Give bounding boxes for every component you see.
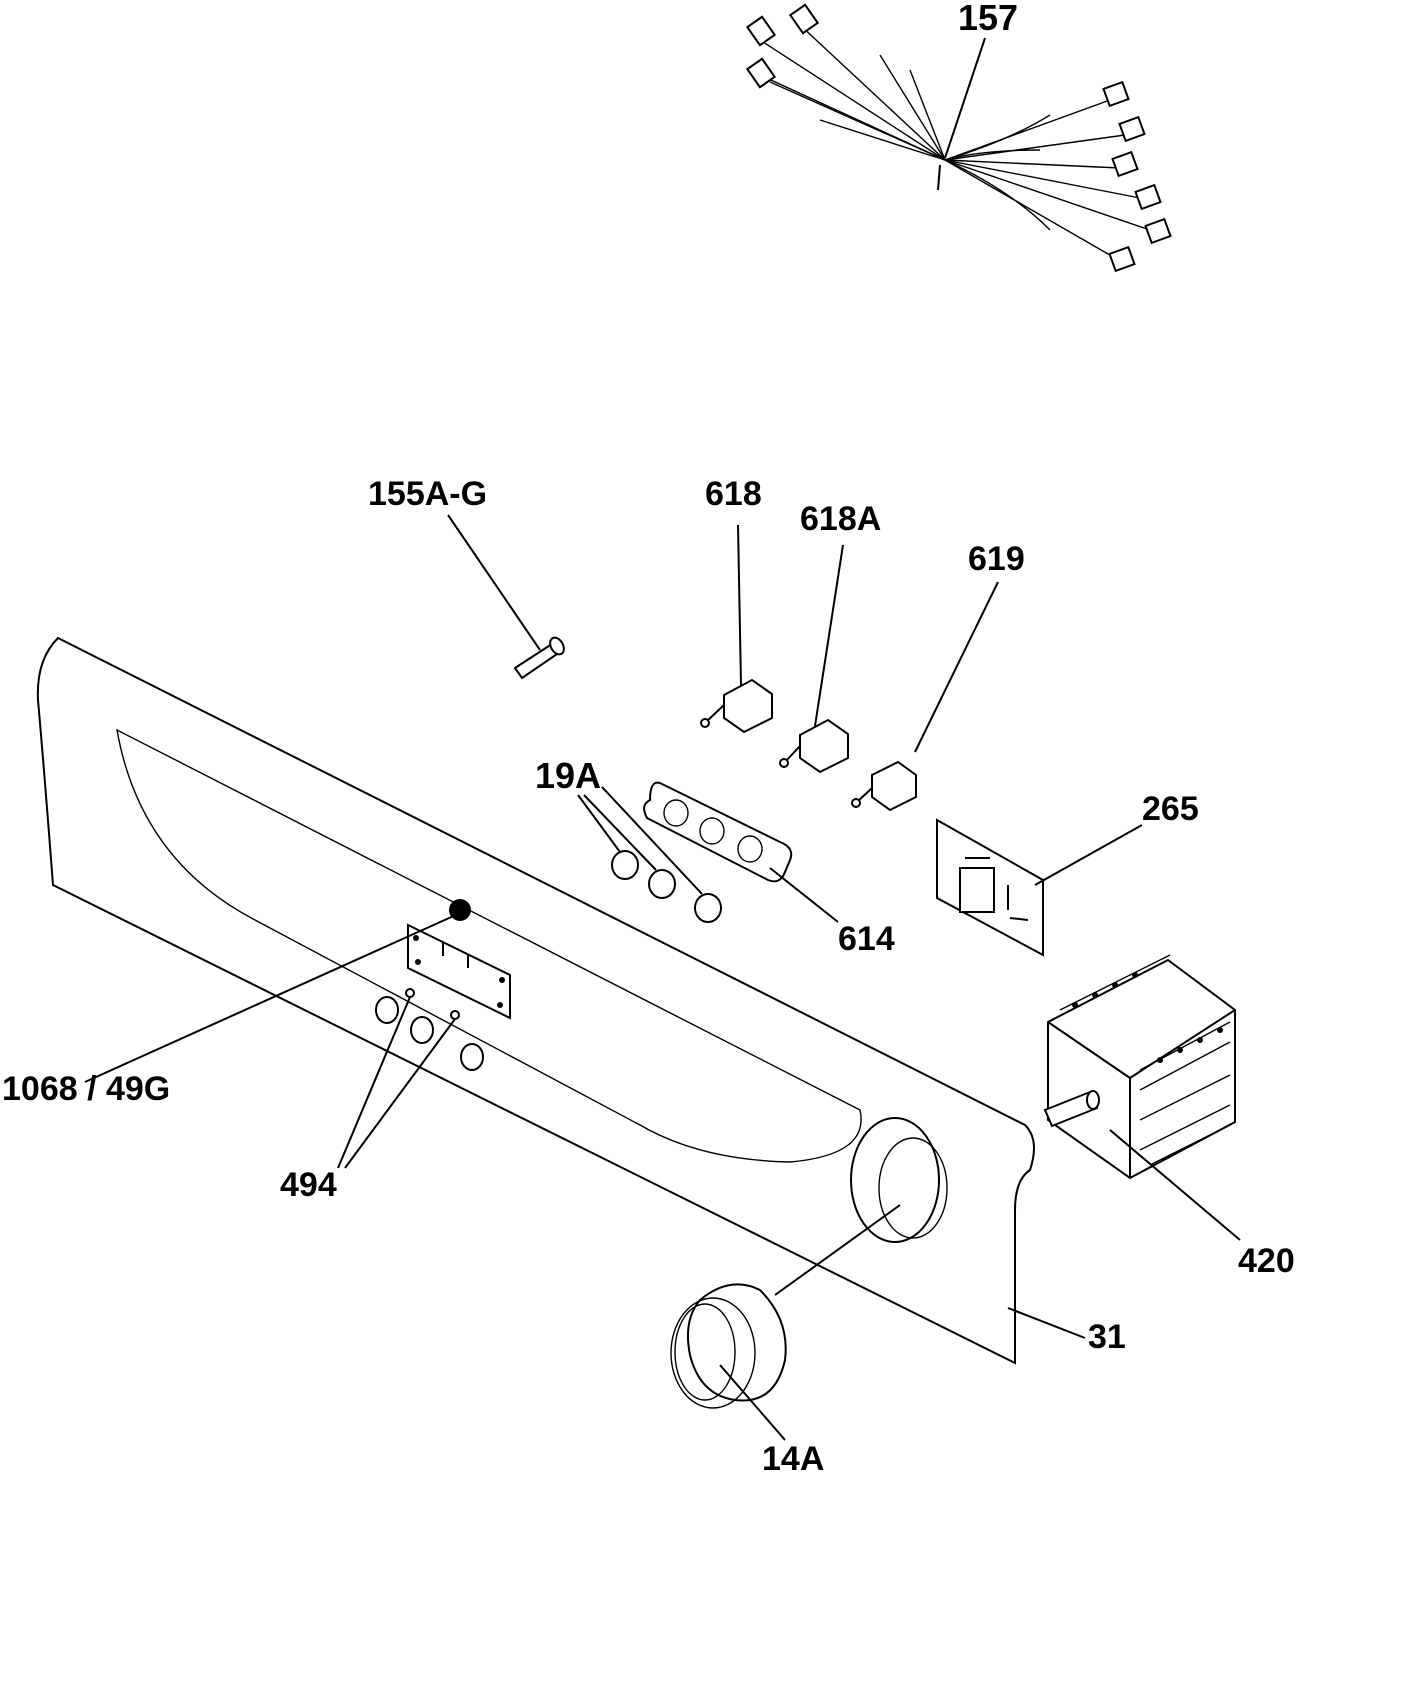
label-618: 618	[705, 475, 762, 513]
screws-494	[337, 988, 460, 1169]
leader-494-1	[337, 996, 411, 1169]
lamp-bracket-614	[643, 781, 839, 923]
leader-14a-shaft	[774, 1204, 901, 1296]
label-14a: 14A	[762, 1440, 824, 1478]
label-619: 619	[968, 540, 1025, 578]
leader-19a-2	[583, 794, 657, 871]
leader-31	[1007, 1307, 1086, 1339]
leader-1068	[84, 913, 459, 1083]
label-31: 31	[1088, 1318, 1126, 1356]
knob-14a	[670, 1204, 901, 1441]
switch-619	[851, 581, 999, 812]
label-19a: 19A	[535, 755, 601, 796]
switch-618a	[779, 544, 849, 774]
indicator-bulb-155	[447, 514, 565, 680]
timer-420	[1043, 954, 1241, 1241]
leader-19a-1	[577, 794, 621, 853]
leader-618	[737, 524, 742, 686]
decal-265	[936, 818, 1143, 957]
label-420: 420	[1238, 1242, 1295, 1280]
plate-1068-49g	[84, 899, 511, 1083]
leader-619	[914, 581, 999, 753]
lamp-dot	[449, 899, 471, 921]
label-155a-g: 155A-G	[368, 475, 487, 513]
leader-618a	[814, 544, 844, 727]
leader-494-2	[344, 1018, 456, 1169]
leader-19a-3	[601, 786, 703, 895]
label-618a: 618A	[800, 500, 881, 538]
label-265: 265	[1142, 790, 1199, 828]
leader-265	[1034, 824, 1143, 886]
label-157: 157	[958, 0, 1018, 38]
label-1068-49g: 1068 / 49G	[2, 1070, 170, 1108]
wire-harness-157	[745, 3, 1172, 273]
leader-157	[944, 37, 986, 159]
switch-618	[700, 524, 773, 734]
leader-420	[1109, 1129, 1241, 1241]
lens-19a	[577, 786, 722, 923]
label-614: 614	[838, 920, 895, 958]
leader-14a	[719, 1364, 786, 1441]
leader-614	[769, 867, 839, 923]
label-494: 494	[280, 1166, 337, 1204]
console-panel-31	[36, 636, 1086, 1365]
leader-155	[447, 514, 541, 651]
